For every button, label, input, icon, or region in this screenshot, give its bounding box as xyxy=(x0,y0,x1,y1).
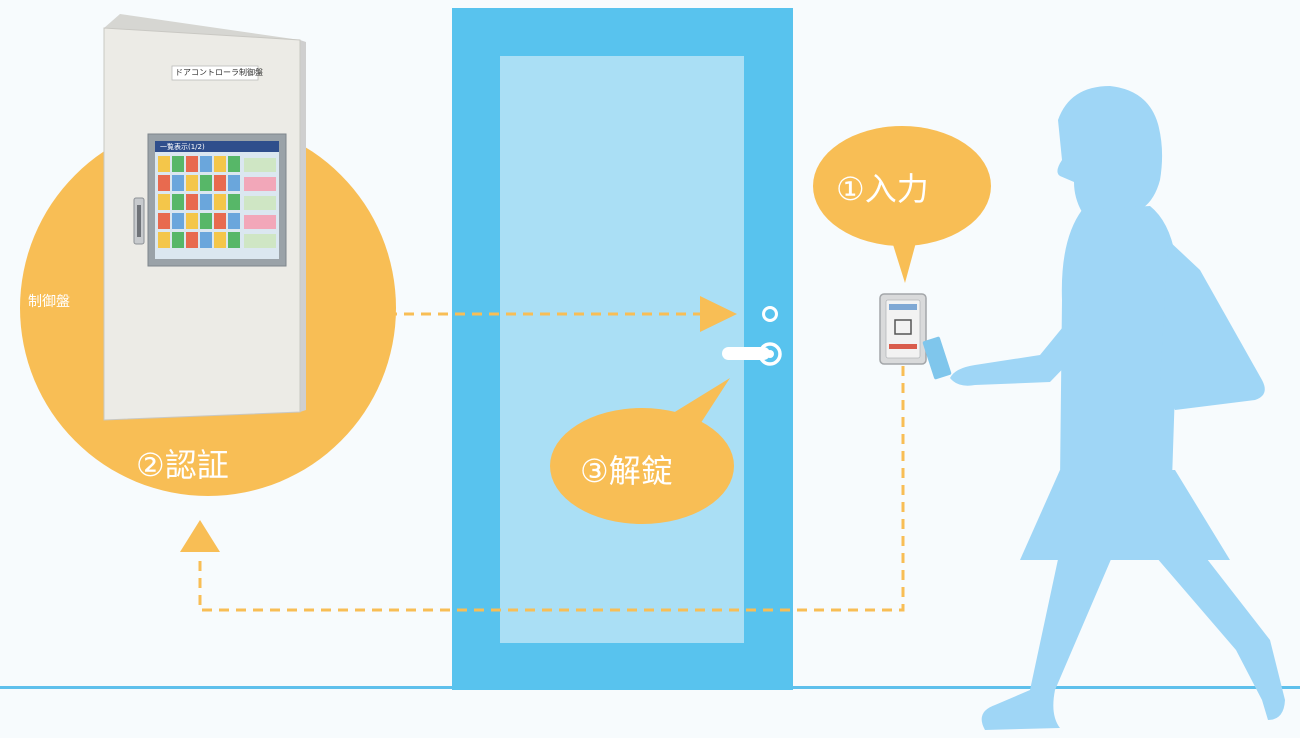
screen-tile xyxy=(158,175,170,191)
screen-tile xyxy=(228,194,240,210)
door-handle-knob xyxy=(758,342,782,366)
arrow-to-door xyxy=(700,296,737,332)
door xyxy=(452,8,793,690)
screen-tile xyxy=(228,213,240,229)
screen-side-button xyxy=(244,215,276,229)
screen-tile xyxy=(172,232,184,248)
screen-tile xyxy=(214,213,226,229)
bubble-input xyxy=(813,126,991,283)
screen-tile xyxy=(172,156,184,172)
screen-tile xyxy=(228,156,240,172)
control-panel-label: 制御盤 xyxy=(28,294,70,310)
screen-side-button xyxy=(244,196,276,210)
screen-tile xyxy=(228,175,240,191)
screen-tile xyxy=(172,175,184,191)
screen-tile xyxy=(200,232,212,248)
screen-tile xyxy=(158,232,170,248)
id-card xyxy=(922,336,952,380)
screen-side-button xyxy=(244,234,276,248)
screen-tile xyxy=(200,156,212,172)
door-indicator-light xyxy=(762,306,778,322)
screen-tile-grid xyxy=(158,156,276,248)
screen-tile xyxy=(158,194,170,210)
cabinet-plate-text: ドアコントローラ制御盤 xyxy=(175,68,263,77)
screen-tile xyxy=(186,156,198,172)
step1-input-label: ①入力 xyxy=(836,170,929,208)
screen-tile xyxy=(200,175,212,191)
flow-arrows xyxy=(198,312,905,612)
card-reader xyxy=(879,293,927,365)
screen-tile xyxy=(186,194,198,210)
screen-tile xyxy=(158,213,170,229)
screen-tile xyxy=(186,232,198,248)
person-silhouette xyxy=(950,86,1285,730)
screen-tile xyxy=(172,194,184,210)
screen-tile xyxy=(214,232,226,248)
screen-tile xyxy=(186,175,198,191)
screen-tile xyxy=(158,156,170,172)
screen-tile xyxy=(228,232,240,248)
arrow-to-panel xyxy=(180,520,220,552)
screen-tile xyxy=(200,194,212,210)
screen-tile xyxy=(186,213,198,229)
screen-tile xyxy=(200,213,212,229)
screen-tile xyxy=(172,213,184,229)
door-handle-bar xyxy=(722,347,770,360)
cabinet-screen-title: 一覧表示(1/2) xyxy=(160,143,205,151)
step3-unlock-label: ③解錠 xyxy=(580,452,673,490)
screen-tile xyxy=(214,194,226,210)
screen-side-button xyxy=(244,158,276,172)
cabinet-nameplate xyxy=(171,65,259,81)
door-glass xyxy=(500,56,744,643)
bubble-unlock xyxy=(550,378,734,524)
step2-auth-label: ②認証 xyxy=(136,446,229,484)
screen-side-button xyxy=(244,177,276,191)
screen-tile xyxy=(214,156,226,172)
screen-tile xyxy=(214,175,226,191)
